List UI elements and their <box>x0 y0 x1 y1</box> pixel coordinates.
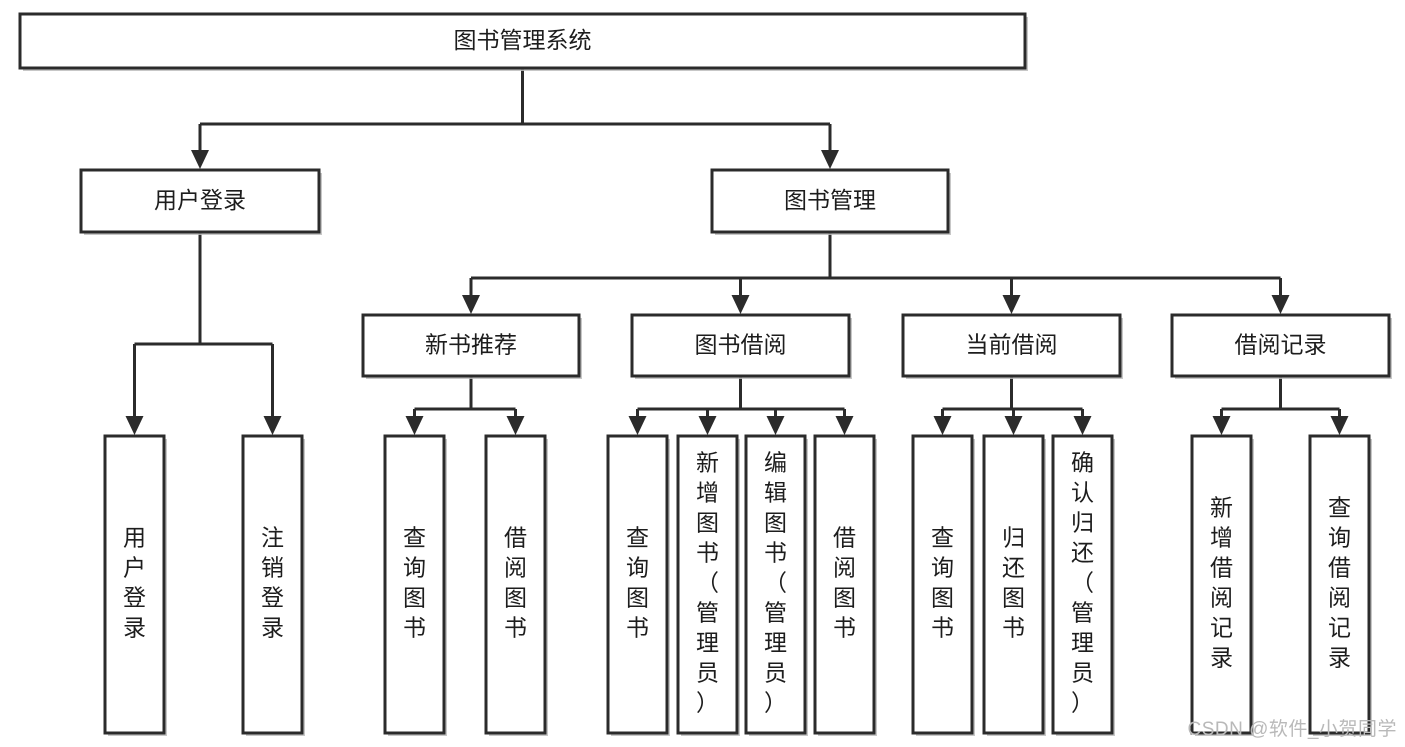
edge-group-current-borrow <box>933 376 1092 435</box>
edge-group-book-borrow <box>628 376 854 435</box>
arrowhead-icon <box>125 416 144 435</box>
node-label: 编辑图书（管理员） <box>764 450 787 716</box>
arrowhead-icon <box>405 416 424 435</box>
node-leaf-add-book-admin[interactable]: 新增图书（管理员） <box>676 434 740 736</box>
node-book-manage[interactable]: 图书管理 <box>710 168 951 235</box>
node-label: 查询图书 <box>931 525 954 641</box>
node-current-borrow[interactable]: 当前借阅 <box>901 313 1123 379</box>
node-label: 借阅图书 <box>833 525 856 641</box>
node-label: 借阅图书 <box>504 525 527 641</box>
arrowhead-icon <box>628 416 647 435</box>
arrowhead-icon <box>1002 295 1021 314</box>
arrowhead-icon <box>263 416 282 435</box>
node-label: 确认归还（管理员） <box>1071 450 1094 716</box>
edge-group-new-book-recommend <box>405 376 525 435</box>
node-user-login[interactable]: 用户登录 <box>79 168 322 235</box>
node-label: 图书管理系统 <box>454 27 592 53</box>
node-label: 新增借阅记录 <box>1210 495 1233 671</box>
node-borrow-record[interactable]: 借阅记录 <box>1170 313 1392 379</box>
node-new-book-recommend[interactable]: 新书推荐 <box>361 313 582 379</box>
node-label: 查询图书 <box>626 525 649 641</box>
arrowhead-icon <box>191 150 209 169</box>
node-leaf-user-logout[interactable]: 注销登录 <box>241 434 305 736</box>
edge-group-borrow-record <box>1212 376 1349 435</box>
node-label: 用户登录 <box>154 187 246 213</box>
node-leaf-query-book-cur[interactable]: 查询图书 <box>911 434 975 736</box>
node-leaf-user-login[interactable]: 用户登录 <box>103 434 167 736</box>
arrowhead-icon <box>698 416 717 435</box>
node-leaf-query-book-rec[interactable]: 查询图书 <box>383 434 447 736</box>
csdn-watermark: CSDN @软件_小贺同学 <box>1187 719 1397 740</box>
node-root[interactable]: 图书管理系统 <box>18 12 1028 71</box>
arrowhead-icon <box>1073 416 1092 435</box>
arrowhead-icon <box>1212 416 1231 435</box>
node-label: 查询借阅记录 <box>1328 495 1351 671</box>
arrowhead-icon <box>821 150 839 169</box>
node-label: 用户登录 <box>123 525 146 641</box>
node-label: 注销登录 <box>261 525 284 641</box>
node-layer: 图书管理系统用户登录图书管理新书推荐图书借阅当前借阅借阅记录用户登录注销登录查询… <box>18 12 1392 736</box>
node-label: 借阅记录 <box>1235 332 1327 358</box>
edge-group-root <box>191 68 839 169</box>
node-label: 当前借阅 <box>966 332 1058 358</box>
arrowhead-icon <box>933 416 952 435</box>
node-label: 归还图书 <box>1002 525 1025 641</box>
arrowhead-icon <box>1330 416 1349 435</box>
node-leaf-return-book[interactable]: 归还图书 <box>982 434 1046 736</box>
arrowhead-icon <box>1271 295 1290 314</box>
node-label: 新增图书（管理员） <box>696 450 719 716</box>
node-leaf-query-book-borrow[interactable]: 查询图书 <box>606 434 670 736</box>
arrowhead-icon <box>462 295 480 314</box>
edge-layer <box>125 68 1349 435</box>
node-label: 图书管理 <box>784 187 876 213</box>
arrowhead-icon <box>835 416 854 435</box>
node-label: 新书推荐 <box>425 332 517 358</box>
arrowhead-icon <box>766 416 785 435</box>
edge-group-book-manage <box>462 232 1290 314</box>
arrowhead-icon <box>731 295 750 314</box>
node-book-borrow[interactable]: 图书借阅 <box>630 313 852 379</box>
arrowhead-icon <box>506 416 525 435</box>
node-leaf-query-borrow-record[interactable]: 查询借阅记录 <box>1308 434 1372 736</box>
node-label: 图书借阅 <box>695 332 787 358</box>
node-leaf-edit-book-admin[interactable]: 编辑图书（管理员） <box>744 434 808 736</box>
arrowhead-icon <box>1004 416 1023 435</box>
node-leaf-borrow-book[interactable]: 借阅图书 <box>813 434 877 736</box>
node-leaf-borrow-book-rec[interactable]: 借阅图书 <box>484 434 548 736</box>
node-leaf-add-borrow-record[interactable]: 新增借阅记录 <box>1190 434 1254 736</box>
edge-group-user-login <box>125 232 282 435</box>
node-leaf-confirm-return-admin[interactable]: 确认归还（管理员） <box>1051 434 1115 736</box>
node-label: 查询图书 <box>403 525 426 641</box>
